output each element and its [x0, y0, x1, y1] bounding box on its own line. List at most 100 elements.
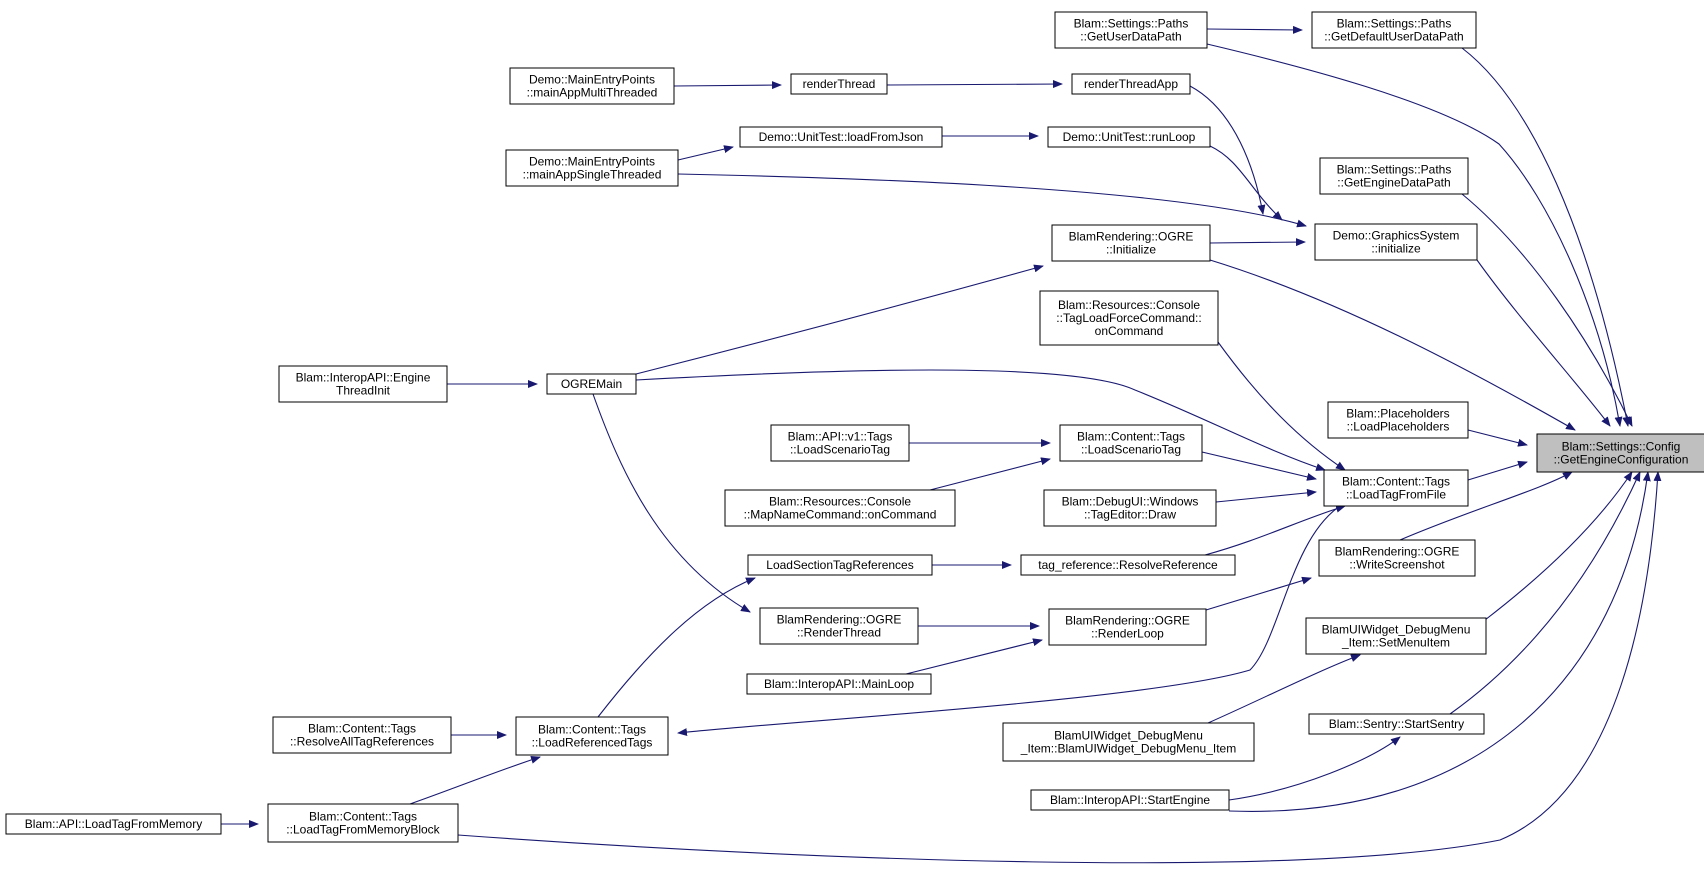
node-label: Blam::Content::Tags: [309, 810, 417, 824]
node-label: BlamRendering::OGRE: [1335, 545, 1460, 559]
call-edge: [1209, 145, 1283, 221]
node-box: [1305, 617, 1487, 655]
graph-node-placeholders[interactable]: Blam::Placeholders::LoadPlaceholders: [1327, 401, 1469, 439]
call-edge: [597, 577, 756, 718]
node-label: Blam::Settings::Paths: [1337, 17, 1452, 31]
node-label: renderThread: [803, 77, 876, 91]
graph-node-getengineconfig[interactable]: Blam::Settings::Config::GetEngineConfigu…: [1536, 433, 1704, 473]
call-edge: [635, 264, 1044, 375]
node-label: ::LoadTagFromMemoryBlock: [286, 823, 440, 837]
node-box: [1323, 469, 1469, 507]
graph-node-mainloop[interactable]: Blam::InteropAPI::MainLoop: [746, 673, 932, 695]
node-box: [1030, 789, 1230, 811]
node-label: ThreadInit: [336, 384, 391, 398]
node-label: Demo::MainEntryPoints: [529, 155, 655, 169]
call-edge: [1228, 471, 1651, 812]
node-label: _Item::BlamUIWidget_DebugMenu_Item: [1020, 742, 1236, 756]
graph-node-mapname[interactable]: Blam::Resources::Console::MapNameCommand…: [724, 489, 956, 527]
node-box: [790, 73, 888, 95]
graph-node-resolveref[interactable]: tag_reference::ResolveReference: [1020, 554, 1236, 576]
node-box: [272, 716, 452, 754]
graph-node-ctloadscen[interactable]: Blam::Content::Tags::LoadScenarioTag: [1059, 424, 1203, 462]
node-box: [267, 803, 459, 843]
node-box: [747, 554, 933, 576]
graph-node-startengine[interactable]: Blam::InteropAPI::StartEngine: [1030, 789, 1230, 811]
graph-node-tageditor[interactable]: Blam::DebugUI::Windows::TagEditor::Draw: [1043, 489, 1217, 527]
node-box: [1048, 608, 1207, 646]
node-label: ::Initialize: [1106, 243, 1156, 257]
node-label: Blam::Content::Tags: [1342, 475, 1450, 489]
graph-node-setmenuitem[interactable]: BlamUIWidget_DebugMenu_Item::SetMenuItem: [1305, 617, 1487, 655]
node-box: [1043, 489, 1217, 527]
graph-node-writescreenshot[interactable]: BlamRendering::OGRE::WriteScreenshot: [1318, 539, 1476, 577]
call-edge: [1484, 471, 1633, 621]
call-edge: [1205, 576, 1312, 611]
graph-node-startsentry[interactable]: Blam::Sentry::StartSentry: [1308, 713, 1485, 735]
graph-node-resolveall[interactable]: Blam::Content::Tags::ResolveAllTagRefere…: [272, 716, 452, 754]
node-box: [759, 607, 919, 645]
graph-node-ctloadfromfile[interactable]: Blam::Content::Tags::LoadTagFromFile: [1323, 469, 1469, 507]
call-edge: [1189, 85, 1266, 215]
node-label: ::RenderLoop: [1091, 627, 1164, 641]
node-box: [746, 673, 932, 695]
graph-node-loadreferenced[interactable]: Blam::Content::Tags::LoadReferencedTags: [515, 716, 669, 756]
graph-node-enginedata[interactable]: Blam::Settings::Paths::GetEngineDataPath: [1319, 157, 1469, 195]
node-box: [509, 67, 675, 105]
call-edge: [673, 81, 782, 90]
node-label: ::RenderThread: [797, 626, 881, 640]
graph-node-tagloadforce[interactable]: Blam::Resources::Console::TagLoadForceCo…: [1039, 290, 1219, 346]
graph-node-userdata[interactable]: Blam::Settings::Paths::GetUserDataPath: [1054, 11, 1208, 49]
call-edge: [1206, 25, 1303, 34]
call-edge: [1228, 736, 1401, 801]
call-edge: [592, 393, 751, 613]
graph-node-debugmenuctor[interactable]: BlamUIWidget_DebugMenu_Item::BlamUIWidge…: [1002, 722, 1255, 762]
node-box: [1314, 223, 1478, 261]
graph-node-renderthread[interactable]: renderThread: [790, 73, 888, 95]
node-label: Blam::Settings::Paths: [1074, 17, 1189, 31]
call-edge: [1206, 43, 1623, 427]
graph-node-mainsingle[interactable]: Demo::MainEntryPoints::mainAppSingleThre…: [505, 149, 679, 187]
node-box: [1020, 554, 1236, 576]
call-edge: [1209, 259, 1576, 431]
node-label: Blam::InteropAPI::Engine: [296, 371, 431, 385]
graph-node-ctloadmemblock[interactable]: Blam::Content::Tags::LoadTagFromMemoryBl…: [267, 803, 459, 843]
graph-node-gsinit[interactable]: Demo::GraphicsSystem::initialize: [1314, 223, 1478, 261]
node-box: [515, 716, 669, 756]
node-label: ::GetDefaultUserDataPath: [1324, 30, 1463, 44]
graph-node-ogrerenderloop[interactable]: BlamRendering::OGRE::RenderLoop: [1048, 608, 1207, 646]
graph-node-mainmulti[interactable]: Demo::MainEntryPoints::mainAppMultiThrea…: [509, 67, 675, 105]
graph-node-renderthreadapp[interactable]: renderThreadApp: [1071, 73, 1191, 95]
node-box: [724, 489, 956, 527]
graph-node-ogreinit[interactable]: BlamRendering::OGRE::Initialize: [1051, 224, 1211, 262]
node-label: ::GetUserDataPath: [1080, 30, 1181, 44]
graph-node-apiloadmem[interactable]: Blam::API::LoadTagFromMemory: [5, 813, 222, 835]
graph-node-loadsection[interactable]: LoadSectionTagReferences: [747, 554, 933, 576]
graph-node-ogrerenderthread[interactable]: BlamRendering::OGRE::RenderThread: [759, 607, 919, 645]
node-label: Blam::InteropAPI::MainLoop: [764, 677, 914, 691]
graph-node-runloop[interactable]: Demo::UnitTest::runLoop: [1047, 126, 1211, 148]
node-label: ::LoadTagFromFile: [1346, 488, 1446, 502]
node-label: Demo::MainEntryPoints: [529, 73, 655, 87]
node-label: ::MapNameCommand::onCommand: [744, 508, 937, 522]
node-label: Blam::Resources::Console: [769, 495, 911, 509]
call-edge: [1399, 471, 1573, 541]
call-edge: [1461, 193, 1633, 427]
node-label: _Item::SetMenuItem: [1341, 636, 1450, 650]
call-edge: [1204, 504, 1346, 556]
node-label: ::mainAppSingleThreaded: [523, 168, 662, 182]
node-box: [1054, 11, 1208, 49]
node-box: [739, 126, 943, 148]
node-box: [505, 149, 679, 187]
node-box: [5, 813, 222, 835]
graph-node-defuserdata[interactable]: Blam::Settings::Paths::GetDefaultUserDat…: [1311, 11, 1477, 49]
node-label: Blam::Sentry::StartSentry: [1329, 717, 1464, 731]
node-label: renderThreadApp: [1084, 77, 1178, 91]
graph-node-loadfromjson[interactable]: Demo::UnitTest::loadFromJson: [739, 126, 943, 148]
call-edge: [1207, 654, 1361, 724]
graph-node-ogremain[interactable]: OGREMain: [546, 373, 637, 395]
node-label: ::GetEngineDataPath: [1337, 176, 1450, 190]
graph-node-apiloadscen[interactable]: Blam::API::v1::Tags::LoadScenarioTag: [770, 424, 910, 462]
node-label: ::GetEngineConfiguration: [1554, 453, 1689, 467]
